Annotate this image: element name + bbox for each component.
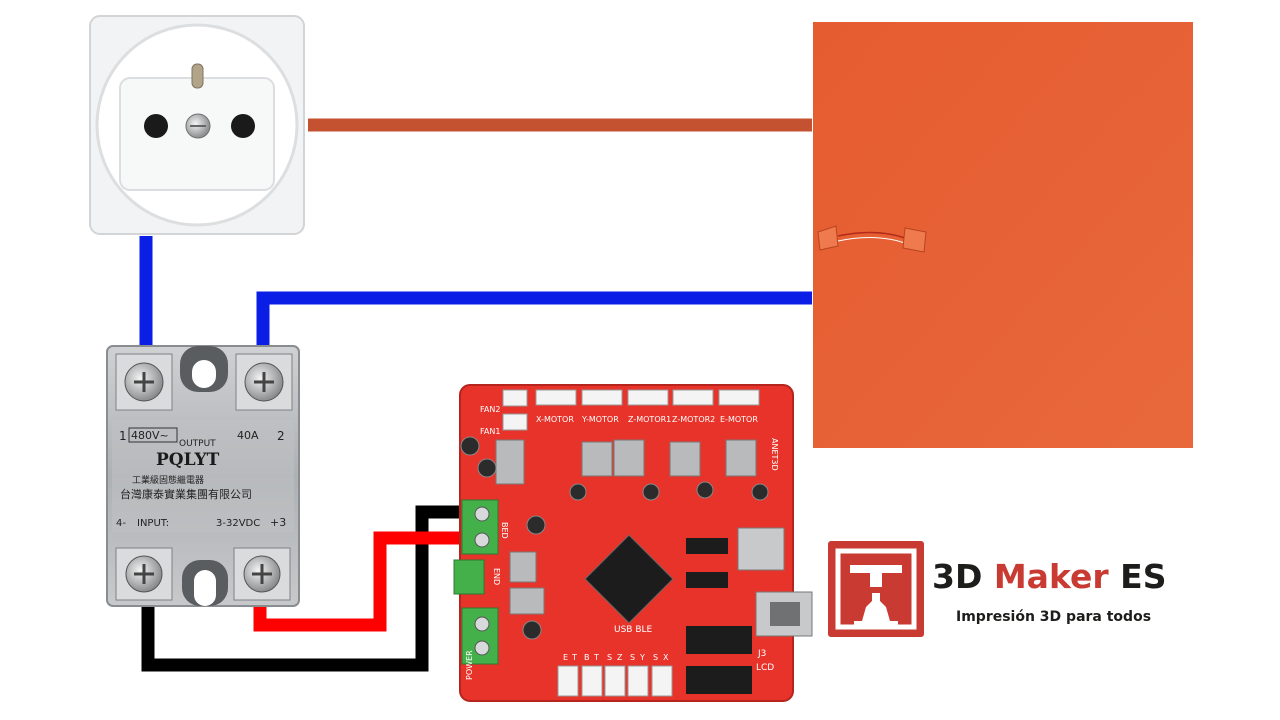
socket-hole-left-icon [144,114,168,138]
endstop-label: Y [639,653,645,662]
board-endstop-labels: E T B T S Z S Y S X [563,653,669,662]
endstop-label: E [563,653,568,662]
brand-logo [828,541,924,637]
brand-tagline: Impresión 3D para todos [956,609,1152,625]
relay-chinese-line-2: 台灣康泰實業集團有限公司 [120,487,252,501]
relay-terminal-3: +3 [270,516,286,529]
brand-title-suffix: ES [1108,557,1167,596]
board-z-motor1-label: Z-MOTOR1 [628,415,671,424]
dc-negative-wire [141,505,470,672]
endstop-label: S [630,653,635,662]
heat-bed [813,22,1193,448]
relay-terminal-2: 2 [277,429,285,443]
brand-title: 3D Maker ES [932,557,1166,596]
board-lcd-label: LCD [756,663,774,673]
endstop-label: Z [617,653,623,662]
board-bed-label: BED [500,522,509,539]
dc-positive-wire [253,531,470,632]
endstop-label: S [653,653,658,662]
relay-chinese-line-1: 工業級固態繼電器 [132,474,204,486]
board-x-motor-label: X-MOTOR [536,415,574,424]
relay-voltage-rating: 480V~ [131,429,169,442]
solid-state-relay: 1 480V~ OUTPUT 40A 2 PQLYT 工業級固態繼電器 台灣康泰… [106,345,300,607]
endstop-label: T [571,653,577,662]
relay-input-range: 3-32VDC [216,518,260,529]
endstop-label: X [663,653,669,662]
board-z-motor2-label: Z-MOTOR2 [672,415,715,424]
board-name-label: ANET3D [770,438,779,471]
endstop-label: S [607,653,612,662]
wall-socket [89,15,305,235]
brand-block: 3D Maker ES Impresión 3D para todos [828,541,1208,641]
board-y-motor-label: Y-MOTOR [581,415,619,424]
relay-terminal-minus: 4- [116,518,126,529]
neutral-wire-relay-to-bed [256,291,812,352]
endstop-label: B [584,653,590,662]
brand-title-prefix: 3D [932,557,994,596]
controller-board: FAN2 FAN1 X-MOTOR Y-MOTOR Z-MOTOR1 Z-MOT… [453,384,813,702]
wires [139,118,812,672]
printer-icon [835,548,917,630]
board-j3-label: J3 [757,649,766,659]
relay-terminal-1: 1 [119,429,127,443]
relay-brand: PQLYT [156,450,220,470]
board-fan2-label: FAN2 [480,405,500,414]
board-usb-label: USB BLE [614,625,653,635]
board-power-label: POWER [465,650,474,680]
board-fan1-label: FAN1 [480,427,500,436]
relay-input-label: INPUT: [137,518,169,529]
relay-output-label: OUTPUT [179,439,216,449]
relay-current-rating: 40A [237,429,259,442]
endstop-label: T [593,653,599,662]
socket-hole-right-icon [231,114,255,138]
board-end-label: END [492,568,501,585]
brand-title-accent: Maker [993,557,1109,596]
board-e-motor-label: E-MOTOR [720,415,758,424]
